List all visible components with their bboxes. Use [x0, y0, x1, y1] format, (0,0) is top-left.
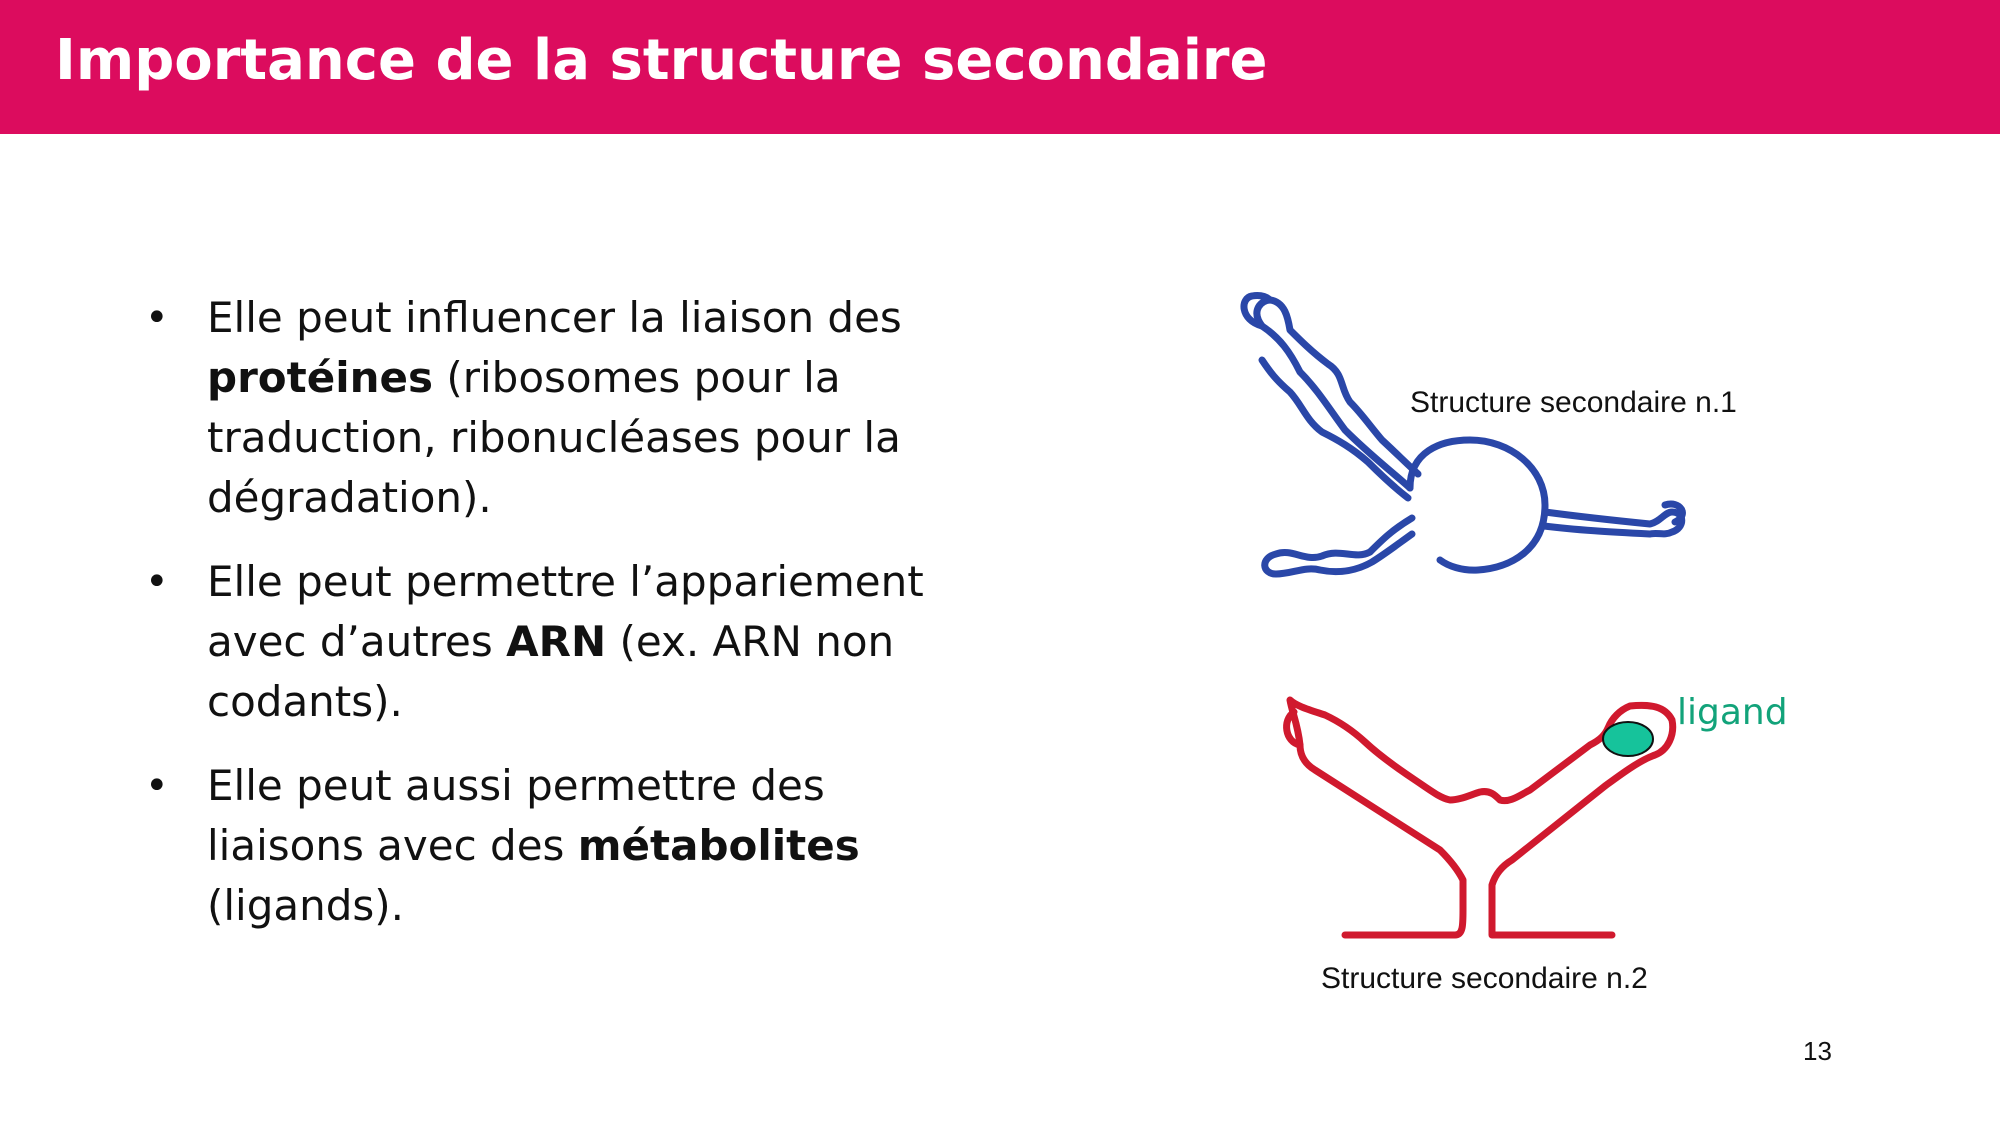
- bullet-bold-term: métabolites: [577, 821, 860, 870]
- bullet-marker: •: [145, 559, 169, 605]
- page-number: 13: [1803, 1036, 1832, 1066]
- slide-title: Importance de la structure secondaire: [55, 28, 1268, 93]
- bullet-item-rna: • Elle peut permettre l’appariement avec…: [145, 552, 965, 732]
- bullet-bold-term: protéines: [207, 353, 433, 402]
- bullet-item-metabolites: • Elle peut aussi permettre des liaisons…: [145, 756, 965, 936]
- bullet-marker: •: [145, 763, 169, 809]
- bullet-text: Elle peut aussi permettre des liaisons a…: [207, 761, 825, 870]
- structure2-label: Structure secondaire n.2: [1321, 962, 1648, 995]
- bullet-text: (ribosomes pour la traduction, ribonuclé…: [207, 353, 901, 522]
- bullet-marker: •: [145, 295, 169, 341]
- structure1-label: Structure secondaire n.1: [1410, 386, 1737, 419]
- ligand-ellipse: [1602, 721, 1654, 757]
- ligand-label: ligand: [1677, 692, 1788, 733]
- bullet-bold-term: ARN: [506, 617, 607, 666]
- bullet-text: Elle peut influencer la liaison des: [207, 293, 902, 342]
- rna-structure-1: [1240, 292, 1686, 578]
- bullet-text: Elle peut permettre l’appariement avec d…: [207, 557, 924, 666]
- rna-structure-2: [1283, 696, 1677, 939]
- bullet-item-proteins: • Elle peut influencer la liaison des pr…: [145, 288, 965, 528]
- bullet-text: (ex. ARN non codants).: [207, 617, 895, 726]
- bullet-list: • Elle peut influencer la liaison des pr…: [145, 288, 965, 960]
- bullet-text: (ligands).: [207, 881, 405, 930]
- title-bar: Importance de la structure secondaire: [0, 0, 2000, 134]
